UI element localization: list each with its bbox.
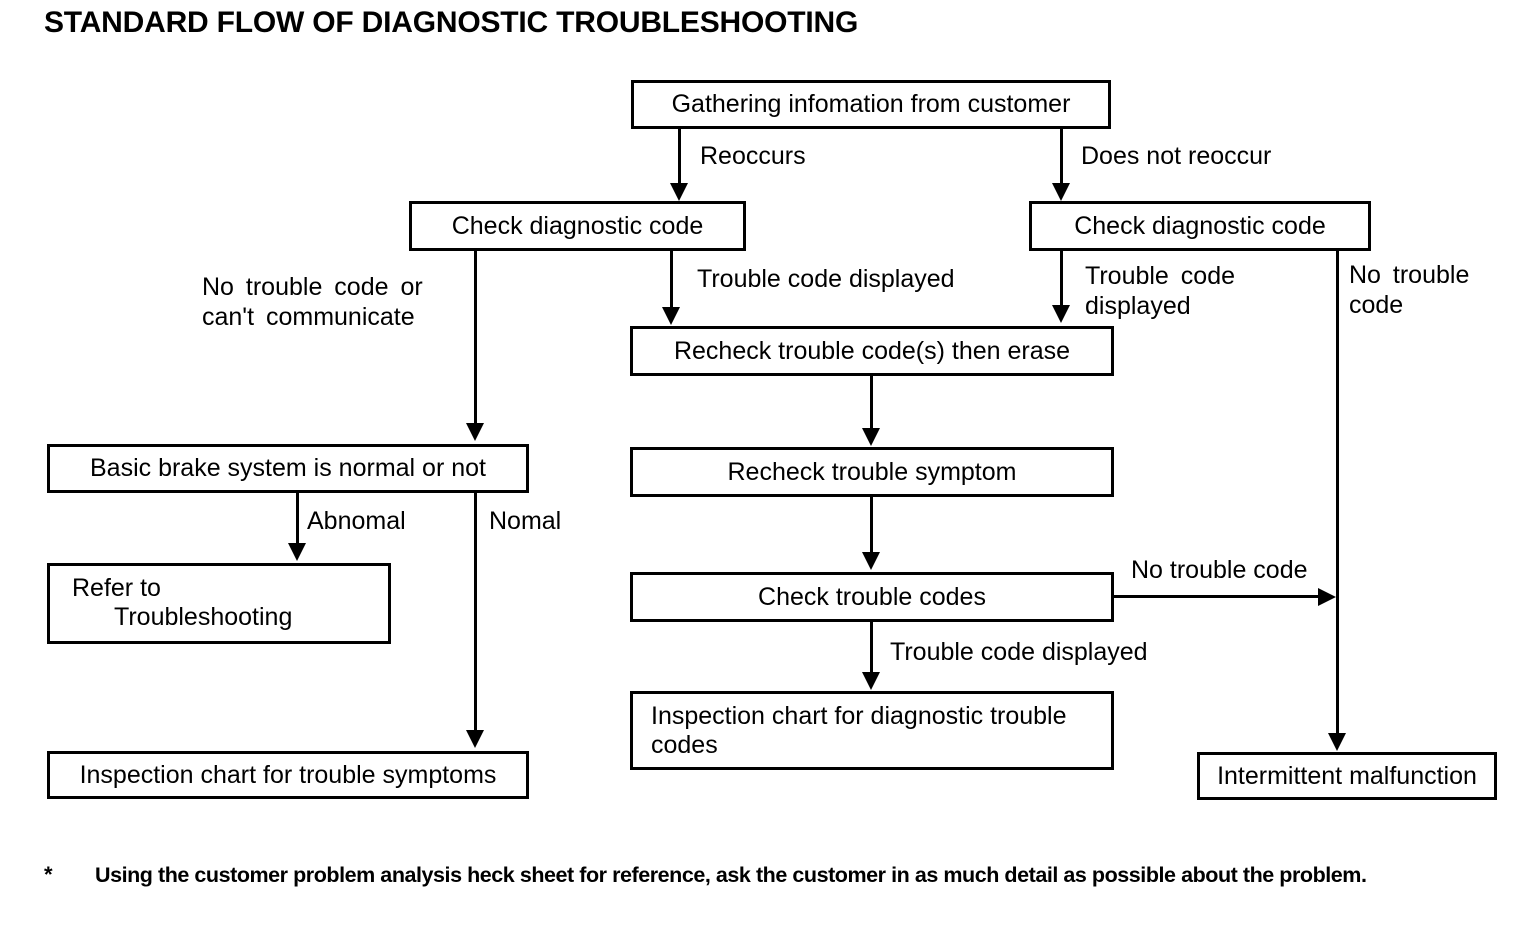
arrowhead-left-check-to-recheck: [662, 307, 680, 325]
arrowhead-check-codes-to-inspection: [862, 672, 880, 690]
connector-symptom-to-check-codes: [870, 495, 873, 553]
node-refer-to-troubleshooting-line2: Troubleshooting: [114, 602, 293, 631]
footnote-marker: *: [44, 862, 53, 887]
node-check-trouble-codes-label: Check trouble codes: [758, 582, 986, 611]
arrowhead-right-check-to-recheck: [1052, 305, 1070, 323]
node-recheck-trouble-symptom: Recheck trouble symptom: [630, 447, 1114, 497]
edge-label-abnomal: Abnomal: [307, 507, 406, 535]
edge-label-trouble-code-displayed-lower: Trouble code displayed: [890, 638, 1148, 666]
connector-left-check-to-recheck: [670, 249, 673, 309]
arrowhead-basic-brake-nomal: [466, 730, 484, 748]
connector-right-no-trouble-code: [1336, 249, 1339, 734]
edge-label-trouble-code-displayed-mid: Trouble code displayed: [697, 265, 955, 293]
arrowhead-left-branch-to-basic-brake: [466, 423, 484, 441]
edge-label-trouble-code-displayed-right: Trouble code displayed: [1085, 262, 1235, 320]
node-check-diagnostic-code-left-label: Check diagnostic code: [451, 211, 704, 240]
node-refer-to-troubleshooting-line1: Refer to: [72, 574, 161, 602]
arrowhead-symptom-to-check-codes: [862, 552, 880, 570]
footnote-text: Using the customer problem analysis heck…: [95, 863, 1367, 887]
node-intermittent-malfunction-label: Intermittent malfunction: [1217, 761, 1477, 790]
edge-label-reoccurs: Reoccurs: [700, 142, 806, 170]
edge-label-no-trouble-code-or-cant-communicate: No trouble code or can't communicate: [202, 273, 423, 331]
node-inspection-chart-trouble-symptoms: Inspection chart for trouble symptoms: [47, 751, 529, 799]
node-inspection-chart-diagnostic-codes-label: Inspection chart for diagnostic trouble …: [651, 702, 1067, 759]
arrowhead-gathering-to-left: [670, 183, 688, 201]
connector-check-codes-to-inspection: [870, 620, 873, 673]
node-recheck-trouble-symptom-label: Recheck trouble symptom: [727, 457, 1017, 486]
node-check-diagnostic-code-right: Check diagnostic code: [1029, 201, 1371, 251]
node-refer-to-troubleshooting: Refer to Troubleshooting: [47, 563, 391, 644]
connector-gathering-left-stub: [678, 126, 681, 129]
connector-gathering-to-right: [1060, 128, 1063, 184]
arrowhead-right-to-intermittent: [1328, 733, 1346, 751]
node-gathering-information: Gathering infomation from customer: [631, 80, 1111, 129]
node-check-trouble-codes: Check trouble codes: [630, 572, 1114, 622]
node-check-diagnostic-code-left: Check diagnostic code: [409, 201, 746, 251]
connector-left-branch-to-basic-brake: [474, 249, 477, 424]
edge-label-does-not-reoccur: Does not reoccur: [1081, 142, 1272, 170]
edge-label-no-trouble-code-right: No trouble code: [1349, 261, 1470, 319]
node-inspection-chart-diagnostic-codes: Inspection chart for diagnostic trouble …: [630, 691, 1114, 770]
node-basic-brake-system: Basic brake system is normal or not: [47, 444, 529, 493]
connector-basic-brake-abnomal: [296, 491, 299, 544]
node-recheck-trouble-codes-erase-label: Recheck trouble code(s) then erase: [673, 336, 1071, 365]
edge-label-no-trouble-code-mid: No trouble code: [1131, 556, 1308, 584]
connector-recheck-codes-to-symptom: [870, 374, 873, 429]
node-recheck-trouble-codes-erase: Recheck trouble code(s) then erase: [630, 326, 1114, 376]
page-title: STANDARD FLOW OF DIAGNOSTIC TROUBLESHOOT…: [44, 6, 859, 39]
node-gathering-information-label: Gathering infomation from customer: [671, 90, 1071, 119]
connector-right-check-to-recheck: [1060, 249, 1063, 307]
arrowhead-check-codes-to-right: [1318, 588, 1336, 606]
node-inspection-chart-trouble-symptoms-label: Inspection chart for trouble symptoms: [79, 760, 497, 789]
connector-gathering-to-left: [678, 128, 681, 184]
node-check-diagnostic-code-right-label: Check diagnostic code: [1074, 211, 1326, 240]
connector-check-codes-to-right: [1114, 595, 1319, 598]
node-basic-brake-system-label: Basic brake system is normal or not: [90, 454, 486, 483]
arrowhead-recheck-codes-to-symptom: [862, 428, 880, 446]
node-intermittent-malfunction: Intermittent malfunction: [1197, 752, 1497, 800]
edge-label-nomal: Nomal: [489, 507, 562, 535]
node-refer-to-troubleshooting-text: Refer to Troubleshooting: [50, 574, 292, 631]
arrowhead-gathering-to-right: [1052, 183, 1070, 201]
arrowhead-basic-brake-abnomal: [288, 543, 306, 561]
connector-basic-brake-nomal: [474, 491, 477, 731]
